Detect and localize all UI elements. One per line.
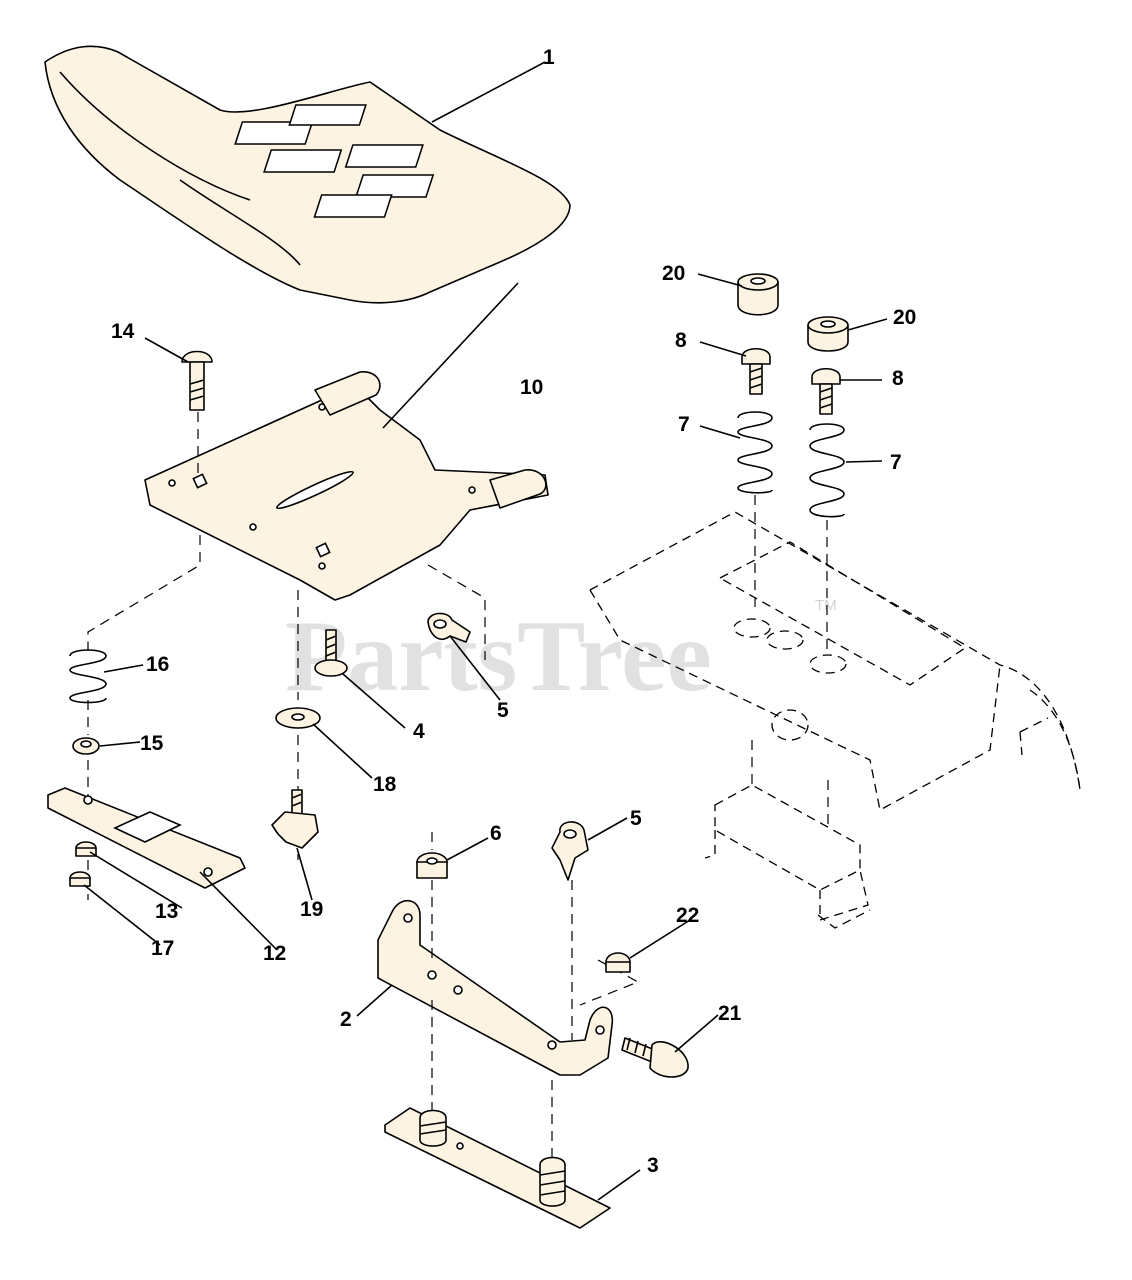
callout-4: 4 xyxy=(413,720,425,743)
callout-21: 21 xyxy=(718,1002,742,1025)
part-nut-bracket[interactable] xyxy=(416,852,448,879)
callout-5-upper: 5 xyxy=(497,699,509,722)
part-seat-bracket[interactable] xyxy=(377,899,614,1076)
callout-14: 14 xyxy=(111,320,135,343)
part-bottom-plate[interactable] xyxy=(384,1107,611,1229)
part-nut-side[interactable] xyxy=(605,952,631,973)
callout-3: 3 xyxy=(647,1154,659,1177)
callout-17: 17 xyxy=(151,937,174,960)
callout-1: 1 xyxy=(543,46,555,69)
part-spring-small[interactable] xyxy=(69,649,107,704)
part-bushing[interactable] xyxy=(72,737,100,755)
callout-8-left: 8 xyxy=(675,329,687,352)
callout-7-right: 7 xyxy=(890,451,902,474)
callout-7-left: 7 xyxy=(678,413,690,436)
part-spring-left[interactable] xyxy=(737,411,773,494)
callout-22: 22 xyxy=(676,904,699,927)
part-washer[interactable] xyxy=(275,707,321,729)
part-seat[interactable] xyxy=(44,45,571,304)
callout-12: 12 xyxy=(263,942,286,965)
part-seat-pan[interactable] xyxy=(144,371,549,601)
callout-20-right: 20 xyxy=(893,306,916,329)
callout-2: 2 xyxy=(340,1008,352,1031)
callout-18: 18 xyxy=(373,773,397,796)
part-shoulder-bolt[interactable] xyxy=(621,1037,689,1078)
callout-8-right: 8 xyxy=(892,367,904,390)
part-locknut[interactable] xyxy=(69,871,91,887)
watermark-trademark: TM xyxy=(815,597,837,614)
part-carriage-bolt[interactable] xyxy=(181,350,213,411)
part-adjustment-knob[interactable] xyxy=(271,789,319,849)
leader-lines xyxy=(83,61,888,1201)
part-spring-right[interactable] xyxy=(809,423,845,518)
part-spacer-right[interactable] xyxy=(807,316,849,352)
part-spacer-left[interactable] xyxy=(737,273,779,316)
part-bolt-right[interactable] xyxy=(811,367,841,415)
callout-20-left: 20 xyxy=(662,262,685,285)
callout-10: 10 xyxy=(520,376,543,399)
callout-labels: 1 2 3 4 5 5 6 7 7 8 8 10 12 13 14 15 16 … xyxy=(111,46,916,1177)
part-clip-lower[interactable] xyxy=(551,821,589,881)
callout-6: 6 xyxy=(490,822,502,845)
assembly-lines-center xyxy=(431,832,640,1160)
part-clip-upper[interactable] xyxy=(427,612,471,643)
part-knob-screw[interactable] xyxy=(314,629,348,677)
part-slide-plate[interactable] xyxy=(47,787,246,889)
watermark-text: PartsTree xyxy=(285,600,712,713)
callout-15: 15 xyxy=(140,732,164,755)
part-bolt-left[interactable] xyxy=(741,347,771,395)
part-nut[interactable] xyxy=(75,841,97,857)
callout-13: 13 xyxy=(155,900,178,923)
callout-16: 16 xyxy=(146,653,169,676)
callout-5-lower: 5 xyxy=(630,807,642,830)
fender-frame-hidden xyxy=(589,495,1081,929)
callout-19: 19 xyxy=(300,898,323,921)
